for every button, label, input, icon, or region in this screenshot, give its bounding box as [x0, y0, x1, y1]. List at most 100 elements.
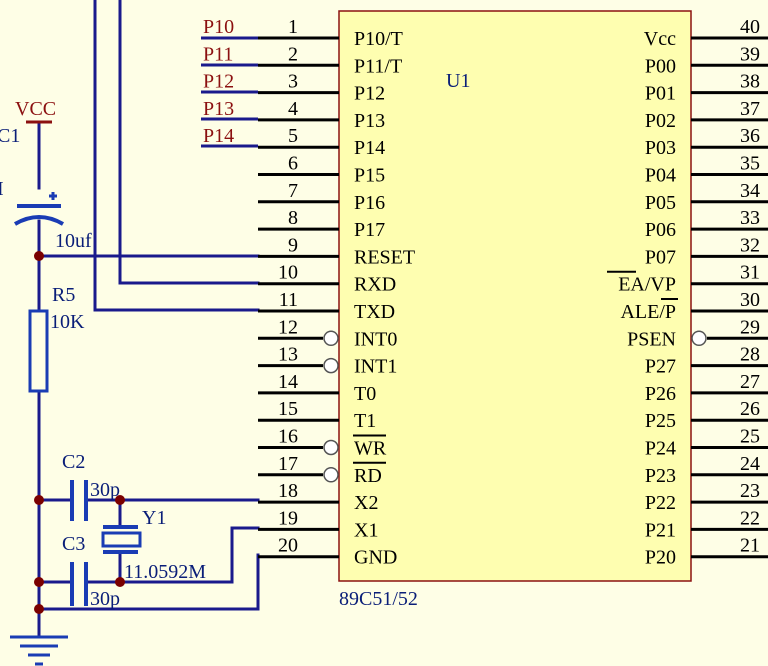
- net-label: P11: [203, 43, 233, 65]
- vcc-label: VCC: [15, 98, 56, 120]
- pin-number: 7: [288, 180, 298, 202]
- pin-number: 18: [278, 480, 298, 502]
- pin-name: P04: [645, 165, 676, 187]
- pin-name: RXD: [354, 274, 396, 296]
- r5-value: 10K: [50, 311, 85, 333]
- pin-number: 19: [278, 507, 298, 529]
- pin-number: 37: [740, 98, 760, 120]
- pin-number: 28: [740, 344, 760, 366]
- pin-name: P23: [645, 465, 676, 487]
- pin-number: 33: [740, 207, 760, 229]
- pin-number: 39: [740, 43, 760, 65]
- wire-gnd: [37, 553, 260, 611]
- c2-value: 30p: [90, 479, 120, 501]
- inversion-bubble: [323, 357, 339, 374]
- pin-name: RESET: [354, 246, 415, 268]
- pin-number: 31: [740, 262, 760, 284]
- pin-name: GND: [354, 547, 397, 569]
- wiring: [37, 0, 260, 639]
- pin-number: 23: [740, 480, 760, 502]
- c3-capacitor: [70, 562, 88, 606]
- junction-dot: [115, 577, 125, 587]
- chip-body: [338, 10, 692, 582]
- pin-name: P26: [645, 383, 676, 405]
- pin-number: 40: [740, 16, 760, 38]
- c3-value: 30p: [90, 588, 120, 610]
- pin-name: P17: [354, 219, 385, 241]
- pin-number: 9: [288, 234, 298, 256]
- pin-number: 29: [740, 316, 760, 338]
- pin-name: P14: [354, 137, 385, 159]
- pin-number: 6: [288, 153, 298, 175]
- inversion-bubble: [323, 330, 339, 347]
- pin-name: WR: [354, 438, 387, 460]
- pin-name: RD: [354, 465, 382, 487]
- net-label: P12: [203, 71, 234, 93]
- pin-number: 3: [288, 71, 298, 93]
- pin-number: 26: [740, 398, 760, 420]
- pin-number: 21: [740, 535, 760, 557]
- pin-number: 1: [288, 16, 298, 38]
- pin-name: P05: [645, 192, 676, 214]
- pin-number: 36: [740, 125, 760, 147]
- c2-capacitor: [70, 480, 88, 521]
- r5-designator: R5: [52, 284, 75, 306]
- pin-name: Vcc: [644, 28, 676, 50]
- c2-designator: C2: [62, 451, 85, 473]
- pin-name: EA/VP: [618, 274, 676, 296]
- junction-dot: [34, 604, 44, 614]
- c3-designator: C3: [62, 533, 85, 555]
- inversion-bubble: [323, 467, 339, 483]
- pin-number: 38: [740, 71, 760, 93]
- right-pins: 40Vcc39P0038P0137P0236P0335P0434P0533P06…: [607, 16, 768, 569]
- pin-number: 34: [740, 180, 760, 202]
- pin-number: 35: [740, 153, 760, 175]
- pin-number: 12: [278, 316, 298, 338]
- pin-name: P11/T: [354, 55, 402, 77]
- pin-name: P20: [645, 547, 676, 569]
- pin-number: 20: [278, 535, 298, 557]
- pin-number: 17: [278, 453, 298, 475]
- pin-number: 22: [740, 507, 760, 529]
- y1-crystal: [101, 525, 142, 554]
- pin-name: P15: [354, 165, 385, 187]
- pin-name: P00: [645, 55, 676, 77]
- pin-number: 2: [288, 43, 298, 65]
- net-label: P14: [203, 125, 234, 147]
- c1-designator: C1: [0, 125, 20, 147]
- pin-number: 15: [278, 398, 298, 420]
- junction-dot: [115, 495, 125, 505]
- net-label: P13: [203, 98, 234, 120]
- pin-name: P01: [645, 83, 676, 105]
- pin-name: P16: [354, 192, 385, 214]
- left-pins: 1P10/T2P11/T3P124P135P146P157P168P179RES…: [258, 16, 415, 569]
- pin-name: T0: [354, 383, 376, 405]
- pin-name: P07: [645, 246, 676, 268]
- wire-txd: [93, 0, 260, 312]
- pin-number: 11: [279, 289, 298, 311]
